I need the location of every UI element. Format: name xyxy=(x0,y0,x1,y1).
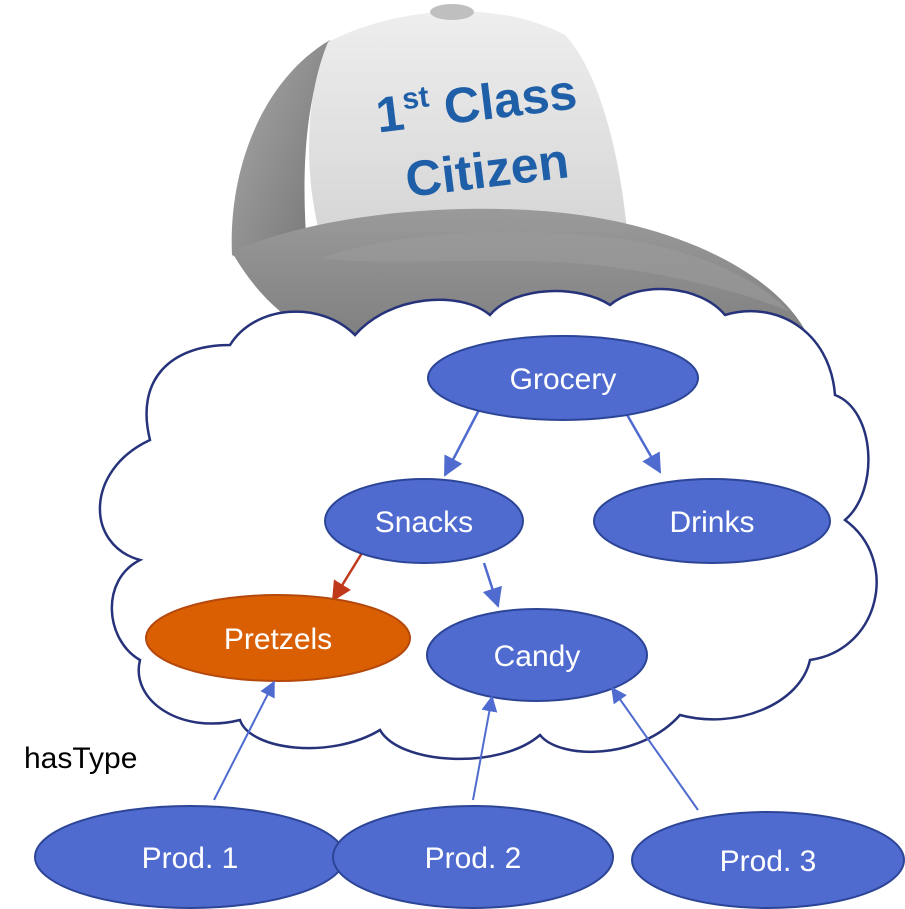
node-pretzels: Pretzels xyxy=(145,594,411,682)
node-grocery: Grocery xyxy=(427,335,699,421)
edge-prod2-candy xyxy=(472,695,498,801)
cap-text-line1-main: 1 xyxy=(373,85,407,144)
node-grocery-label: Grocery xyxy=(510,363,617,396)
edge-label-hastype: hasType xyxy=(24,742,137,775)
node-prod2: Prod. 2 xyxy=(332,805,614,909)
node-prod1: Prod. 1 xyxy=(34,805,346,909)
node-candy-label: Candy xyxy=(494,640,581,673)
node-drinks-label: Drinks xyxy=(669,506,754,539)
node-prod3: Prod. 3 xyxy=(631,811,905,909)
node-prod2-label: Prod. 2 xyxy=(425,842,522,875)
edge-grocery-snacks xyxy=(443,407,482,477)
cap-text-line1-sup: st xyxy=(400,80,431,116)
edge-snacks-candy xyxy=(482,562,502,608)
edge-prod3-candy xyxy=(611,686,699,811)
node-prod3-label: Prod. 3 xyxy=(720,845,817,878)
node-snacks: Snacks xyxy=(324,478,524,564)
edge-snacks-pretzels xyxy=(331,552,364,602)
edge-prod1-pretzels xyxy=(213,680,275,801)
node-pretzels-label: Pretzels xyxy=(224,623,332,656)
node-drinks: Drinks xyxy=(593,478,831,564)
node-prod1-label: Prod. 1 xyxy=(142,842,239,875)
node-candy: Candy xyxy=(426,608,648,702)
node-snacks-label: Snacks xyxy=(375,506,473,539)
edge-grocery-drinks xyxy=(620,405,662,474)
